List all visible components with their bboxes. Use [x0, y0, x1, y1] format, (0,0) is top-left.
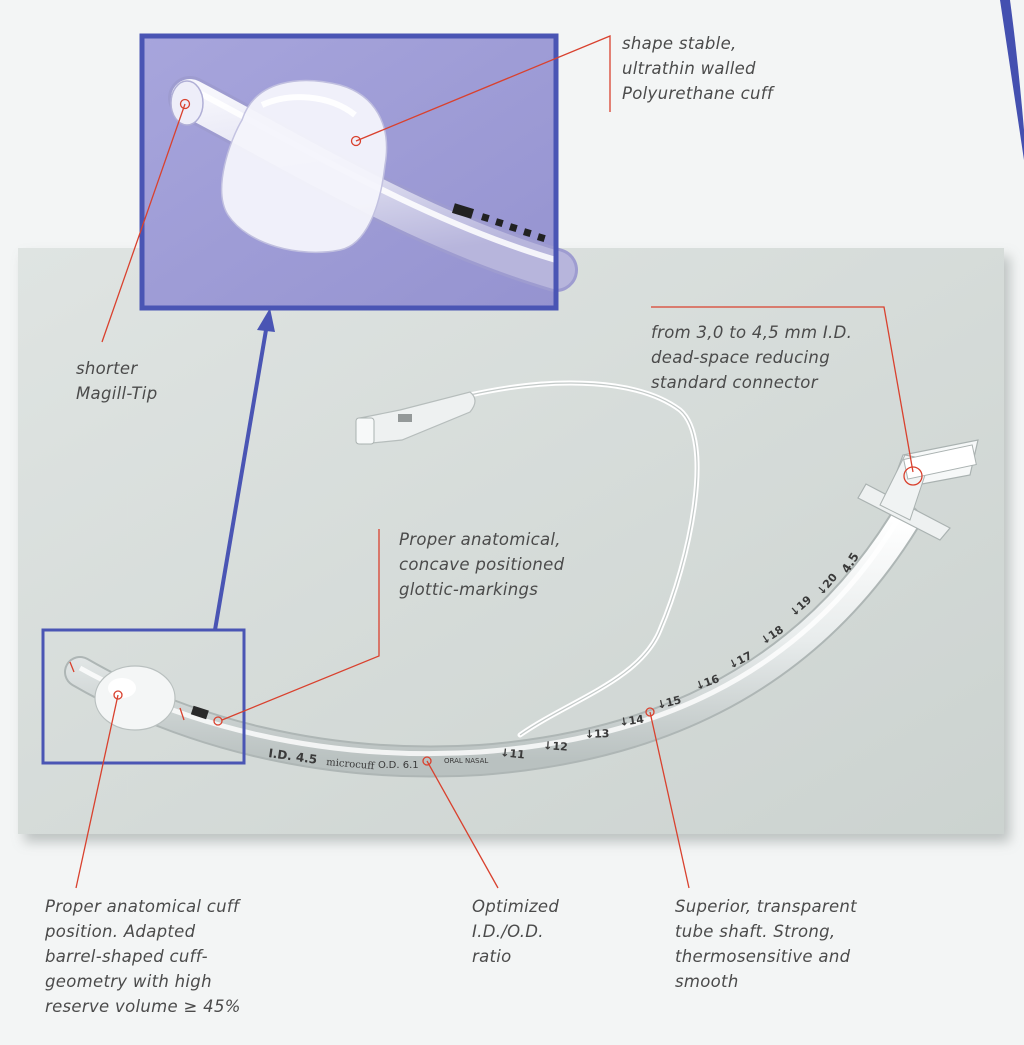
callout-glottic-line: glottic-markings	[399, 580, 539, 599]
callout-line-connector	[651, 306, 914, 473]
callout-line-glottic	[221, 529, 380, 721]
glottic-marking	[190, 705, 209, 720]
callout-cuff-line: ultrathin walled	[622, 59, 756, 78]
callout-ratio-line: I.D./O.D.	[472, 922, 544, 941]
callout-tip-line: Magill-Tip	[76, 384, 158, 403]
callout-shaft-line: tube shaft. Strong,	[675, 922, 836, 941]
inset-cuff	[220, 79, 388, 254]
callout-shaft-line: thermosensitive and	[675, 947, 851, 966]
callout-cuff-position-line: reserve volume ≥ 45%	[45, 997, 241, 1016]
depth-mark: ↓15	[656, 693, 683, 712]
callout-shaft-line: Superior, transparent	[675, 897, 857, 916]
callout-cuff-position: Proper anatomical cuff position. Adapted b…	[45, 894, 241, 1019]
depth-mark: ↓13	[585, 727, 610, 741]
callout-connector-line: dead-space reducing	[651, 348, 830, 367]
callout-connector-line: from 3,0 to 4,5 mm I.D.	[651, 323, 853, 342]
tube-od-label: O.D. 6.1	[378, 760, 419, 771]
corner-stripe	[1000, 0, 1024, 160]
inset-frame	[139, 33, 559, 311]
zoom-arrow	[213, 308, 275, 631]
cuff-highlight-frame	[41, 628, 246, 765]
callout-line-cuff	[355, 35, 611, 142]
callout-cuff-line: Polyurethane cuff	[622, 84, 773, 103]
inset-markings	[451, 203, 546, 242]
depth-mark: ↓12	[543, 739, 568, 754]
endotracheal-tube: I.D. 4.5 microcuff O.D. 6.1 ORAL NASAL ↓…	[64, 380, 979, 778]
depth-mark: ↓14	[619, 713, 645, 729]
callout-connector-line: standard connector	[651, 373, 818, 392]
callout-cuff-line: shape stable,	[622, 34, 737, 53]
inset-zoom	[139, 33, 578, 311]
callout-shaft: Superior, transparent tube shaft. Strong,…	[675, 894, 857, 994]
callout-cuff-position-line: geometry with high	[45, 972, 212, 991]
callout-tip-line: shorter	[76, 359, 138, 378]
callout-line-cuff-position	[75, 694, 119, 889]
connector	[857, 439, 979, 541]
callout-cuff-position-line: Proper anatomical cuff	[45, 897, 240, 916]
callout-glottic-line: Proper anatomical,	[399, 530, 561, 549]
callout-glottic: Proper anatomical, concave positioned glot…	[399, 527, 564, 602]
callout-line-shaft	[649, 711, 690, 889]
callout-ratio-line: Optimized	[472, 897, 560, 916]
callout-line-tip	[101, 103, 186, 343]
cuff	[94, 665, 176, 731]
inset-tip	[170, 80, 204, 126]
depth-mark: ↓11	[500, 746, 526, 761]
callout-line-ratio	[426, 760, 499, 889]
callout-glottic-line: concave positioned	[399, 555, 565, 574]
callout-ratio-line: ratio	[472, 947, 512, 966]
callout-cuff-position-line: position. Adapted	[45, 922, 196, 941]
callout-connector: from 3,0 to 4,5 mm I.D. dead-space reduci…	[651, 320, 852, 395]
tube-id-label: I.D. 4.5	[268, 746, 318, 767]
callout-cuff-position-line: barrel-shaped cuff-	[45, 947, 208, 966]
tube-route: ORAL NASAL	[444, 757, 488, 765]
tube-brand: microcuff	[326, 757, 376, 772]
background-panel	[18, 248, 1004, 834]
callout-shaft-line: smooth	[675, 972, 739, 991]
callout-lines	[69, 35, 923, 889]
pilot-valve	[355, 391, 476, 445]
